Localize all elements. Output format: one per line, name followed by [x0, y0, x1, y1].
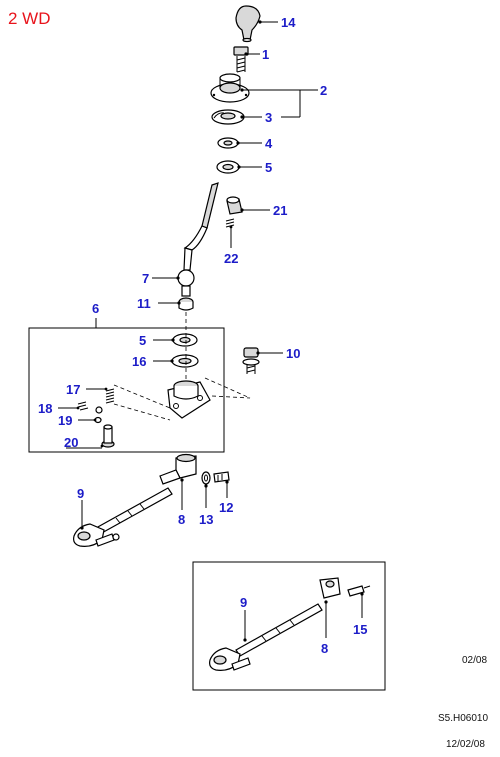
callout-9-inset: 9: [240, 595, 247, 610]
callout-10: 10: [286, 346, 300, 361]
seal-plate-part: [211, 109, 245, 125]
lever-housing-part: [167, 380, 211, 419]
callout-18: 18: [38, 401, 52, 416]
gear-lever-part: [177, 182, 219, 297]
bolt-part-20: [101, 424, 115, 448]
callout-15: 15: [353, 622, 367, 637]
callout-12: 12: [219, 500, 233, 515]
bush-part: [226, 196, 243, 215]
spring-part-18: [77, 401, 89, 411]
assembly-6-frame: [28, 327, 225, 453]
bolt-part-10: [242, 347, 260, 374]
callout-17: 17: [66, 382, 80, 397]
spring-part: [225, 218, 235, 228]
washer-part-5: [216, 160, 240, 174]
date-right: 02/08: [462, 655, 487, 666]
bolt-part: [233, 46, 249, 73]
washer-part-5-inner: [172, 333, 198, 347]
drawing-code: S5.H06010: [438, 713, 488, 724]
callout-1: 1: [262, 47, 269, 62]
spring-washer-part: [171, 354, 199, 368]
callout-6: 6: [92, 301, 99, 316]
selector-rod-part: [73, 453, 197, 547]
clip-part: [201, 471, 211, 485]
pin-part: [94, 406, 103, 424]
callout-22: 22: [224, 251, 238, 266]
callout-16: 16: [132, 354, 146, 369]
callout-5-top: 5: [265, 160, 272, 175]
inset-frame: [192, 561, 386, 691]
inset-selector-rod-part: [209, 577, 371, 671]
ball-seat-part: [178, 297, 194, 311]
bolt-part-12: [213, 471, 230, 483]
callout-9-main: 9: [77, 486, 84, 501]
callout-2: 2: [320, 83, 327, 98]
callout-21: 21: [273, 203, 287, 218]
callout-13: 13: [199, 512, 213, 527]
callout-14: 14: [281, 15, 296, 30]
callout-19: 19: [58, 413, 72, 428]
date-bottom: 12/02/08: [446, 739, 485, 750]
callout-4: 4: [265, 136, 273, 151]
callout-8-main: 8: [178, 512, 185, 527]
callout-3: 3: [265, 110, 272, 125]
callout-5-box: 5: [139, 333, 146, 348]
washer-part: [217, 137, 239, 149]
detent-spring-part: [105, 388, 115, 404]
callout-11: 11: [137, 296, 151, 311]
diagram-title: 2 WD: [8, 9, 51, 28]
callout-20: 20: [64, 435, 78, 450]
callout-7: 7: [142, 271, 149, 286]
gear-knob-part: [235, 5, 261, 43]
retainer-part: [210, 73, 250, 103]
callout-8-inset: 8: [321, 641, 328, 656]
